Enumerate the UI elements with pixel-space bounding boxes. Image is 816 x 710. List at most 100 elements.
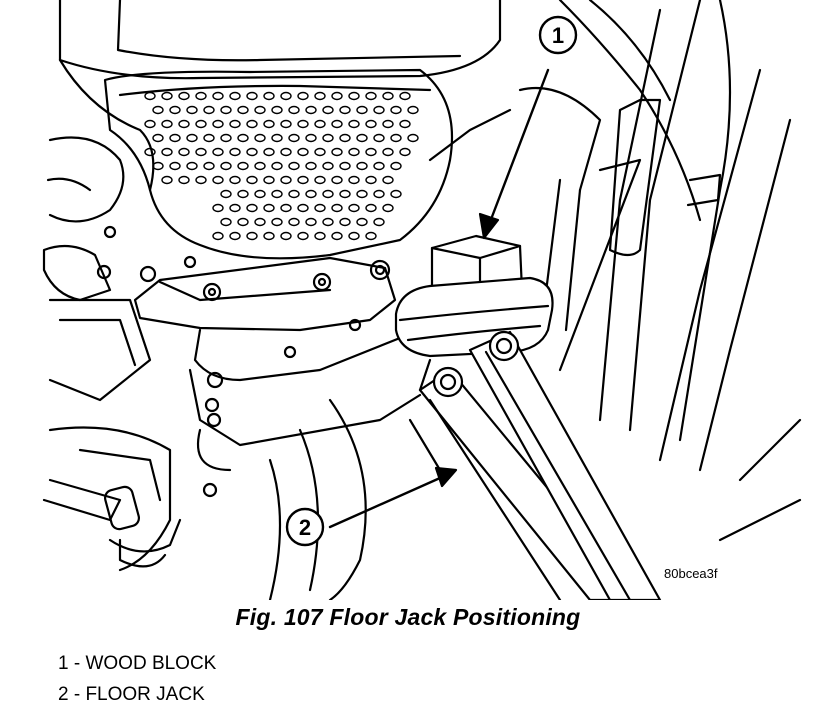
- perforation-hole: [288, 189, 300, 199]
- perforation-hole: [169, 133, 181, 143]
- callout-1-circle: [538, 15, 578, 55]
- perforation-hole: [220, 105, 232, 115]
- perforation-hole: [169, 161, 181, 171]
- legend-item-wood-block: 1 - WOOD BLOCK: [58, 653, 217, 674]
- perforation-hole: [382, 203, 394, 213]
- perforation-hole: [229, 175, 241, 185]
- perforation-hole: [348, 147, 360, 157]
- callout-legend: 1 - WOOD BLOCK 2 - FLOOR JACK: [58, 648, 216, 710]
- perforation-hole: [407, 133, 419, 143]
- perforation-hole: [186, 105, 198, 115]
- perforation-hole: [161, 147, 173, 157]
- perforation-hole: [220, 161, 232, 171]
- perforation-hole: [314, 91, 326, 101]
- perforation-hole: [288, 161, 300, 171]
- perforation-hole: [399, 91, 411, 101]
- perforation-hole: [212, 203, 224, 213]
- callout-2-number: 2: [299, 515, 311, 540]
- perforation-hole: [339, 161, 351, 171]
- perforation-hole: [263, 91, 275, 101]
- perforation-hole: [280, 203, 292, 213]
- perforation-hole: [356, 217, 368, 227]
- perforation-hole: [305, 161, 317, 171]
- perforation-hole: [399, 119, 411, 129]
- callout-2-arrowhead: [434, 466, 458, 488]
- perforation-hole: [305, 189, 317, 199]
- perforation-hole: [288, 133, 300, 143]
- perforation-hole: [348, 231, 360, 241]
- floor-jack: [408, 330, 662, 600]
- perforation-hole: [373, 105, 385, 115]
- image-id: 80bcea3f: [664, 566, 718, 581]
- callout-1-number: 1: [552, 23, 564, 48]
- perforation-hole: [195, 119, 207, 129]
- perforation-hole: [246, 203, 258, 213]
- perforation-hole: [229, 203, 241, 213]
- perforation-hole: [348, 119, 360, 129]
- perforation-hole: [297, 91, 309, 101]
- perforation-hole: [339, 217, 351, 227]
- callout-2-circle: [285, 507, 325, 547]
- brake-rotor: [268, 398, 367, 600]
- perforation-hole: [314, 175, 326, 185]
- callout-2: 2: [285, 466, 458, 547]
- perforation-hole: [331, 175, 343, 185]
- perforation-hole: [271, 161, 283, 171]
- perforation-hole: [212, 231, 224, 241]
- perforation-hole: [246, 231, 258, 241]
- perforation-hole: [246, 175, 258, 185]
- perforation-hole: [280, 231, 292, 241]
- perforation-hole: [399, 147, 411, 157]
- perforation-hole: [297, 231, 309, 241]
- perforation-hole: [322, 133, 334, 143]
- perforation-hole: [237, 105, 249, 115]
- perforation-hole: [365, 175, 377, 185]
- perforation-hole: [356, 133, 368, 143]
- perforation-hole: [314, 119, 326, 129]
- perforation-hole: [161, 119, 173, 129]
- perforation-hole: [203, 161, 215, 171]
- perforation-hole: [322, 161, 334, 171]
- perforation-hole: [271, 217, 283, 227]
- perforation-hole: [254, 189, 266, 199]
- perforation-hole: [237, 217, 249, 227]
- perforation-hole: [203, 105, 215, 115]
- perforation-hole: [280, 91, 292, 101]
- perforation-hole: [237, 161, 249, 171]
- perforation-hole: [254, 161, 266, 171]
- perforation-hole: [254, 217, 266, 227]
- perforation-hole: [305, 217, 317, 227]
- perforation-hole: [178, 147, 190, 157]
- perforation-hole: [365, 231, 377, 241]
- perforation-hole: [322, 217, 334, 227]
- perforation-hole: [390, 133, 402, 143]
- perforation-hole: [220, 189, 232, 199]
- perforation-hole: [348, 175, 360, 185]
- perforation-hole: [178, 175, 190, 185]
- perforation-hole: [305, 105, 317, 115]
- perforation-hole: [203, 133, 215, 143]
- perforation-hole: [152, 161, 164, 171]
- perforation-hole: [348, 203, 360, 213]
- heat-shield: [103, 68, 454, 260]
- figure-caption: Fig. 107 Floor Jack Positioning: [235, 604, 581, 630]
- perforation-hole: [254, 105, 266, 115]
- perforation-hole: [373, 161, 385, 171]
- perforation-hole: [373, 189, 385, 199]
- perforation-hole: [297, 203, 309, 213]
- perforation-hole: [229, 119, 241, 129]
- perforation-hole: [280, 119, 292, 129]
- perforation-hole: [186, 161, 198, 171]
- perforation-hole: [288, 105, 300, 115]
- perforation-hole: [237, 189, 249, 199]
- callout-1-arrowhead: [478, 212, 500, 240]
- perforation-hole: [195, 147, 207, 157]
- perforation-hole: [314, 203, 326, 213]
- perforation-hole: [356, 105, 368, 115]
- perforation-hole: [382, 147, 394, 157]
- perforation-hole: [195, 91, 207, 101]
- perforation-hole: [263, 175, 275, 185]
- perforation-hole: [373, 217, 385, 227]
- perforation-hole: [144, 119, 156, 129]
- callout-1: 1: [478, 15, 578, 240]
